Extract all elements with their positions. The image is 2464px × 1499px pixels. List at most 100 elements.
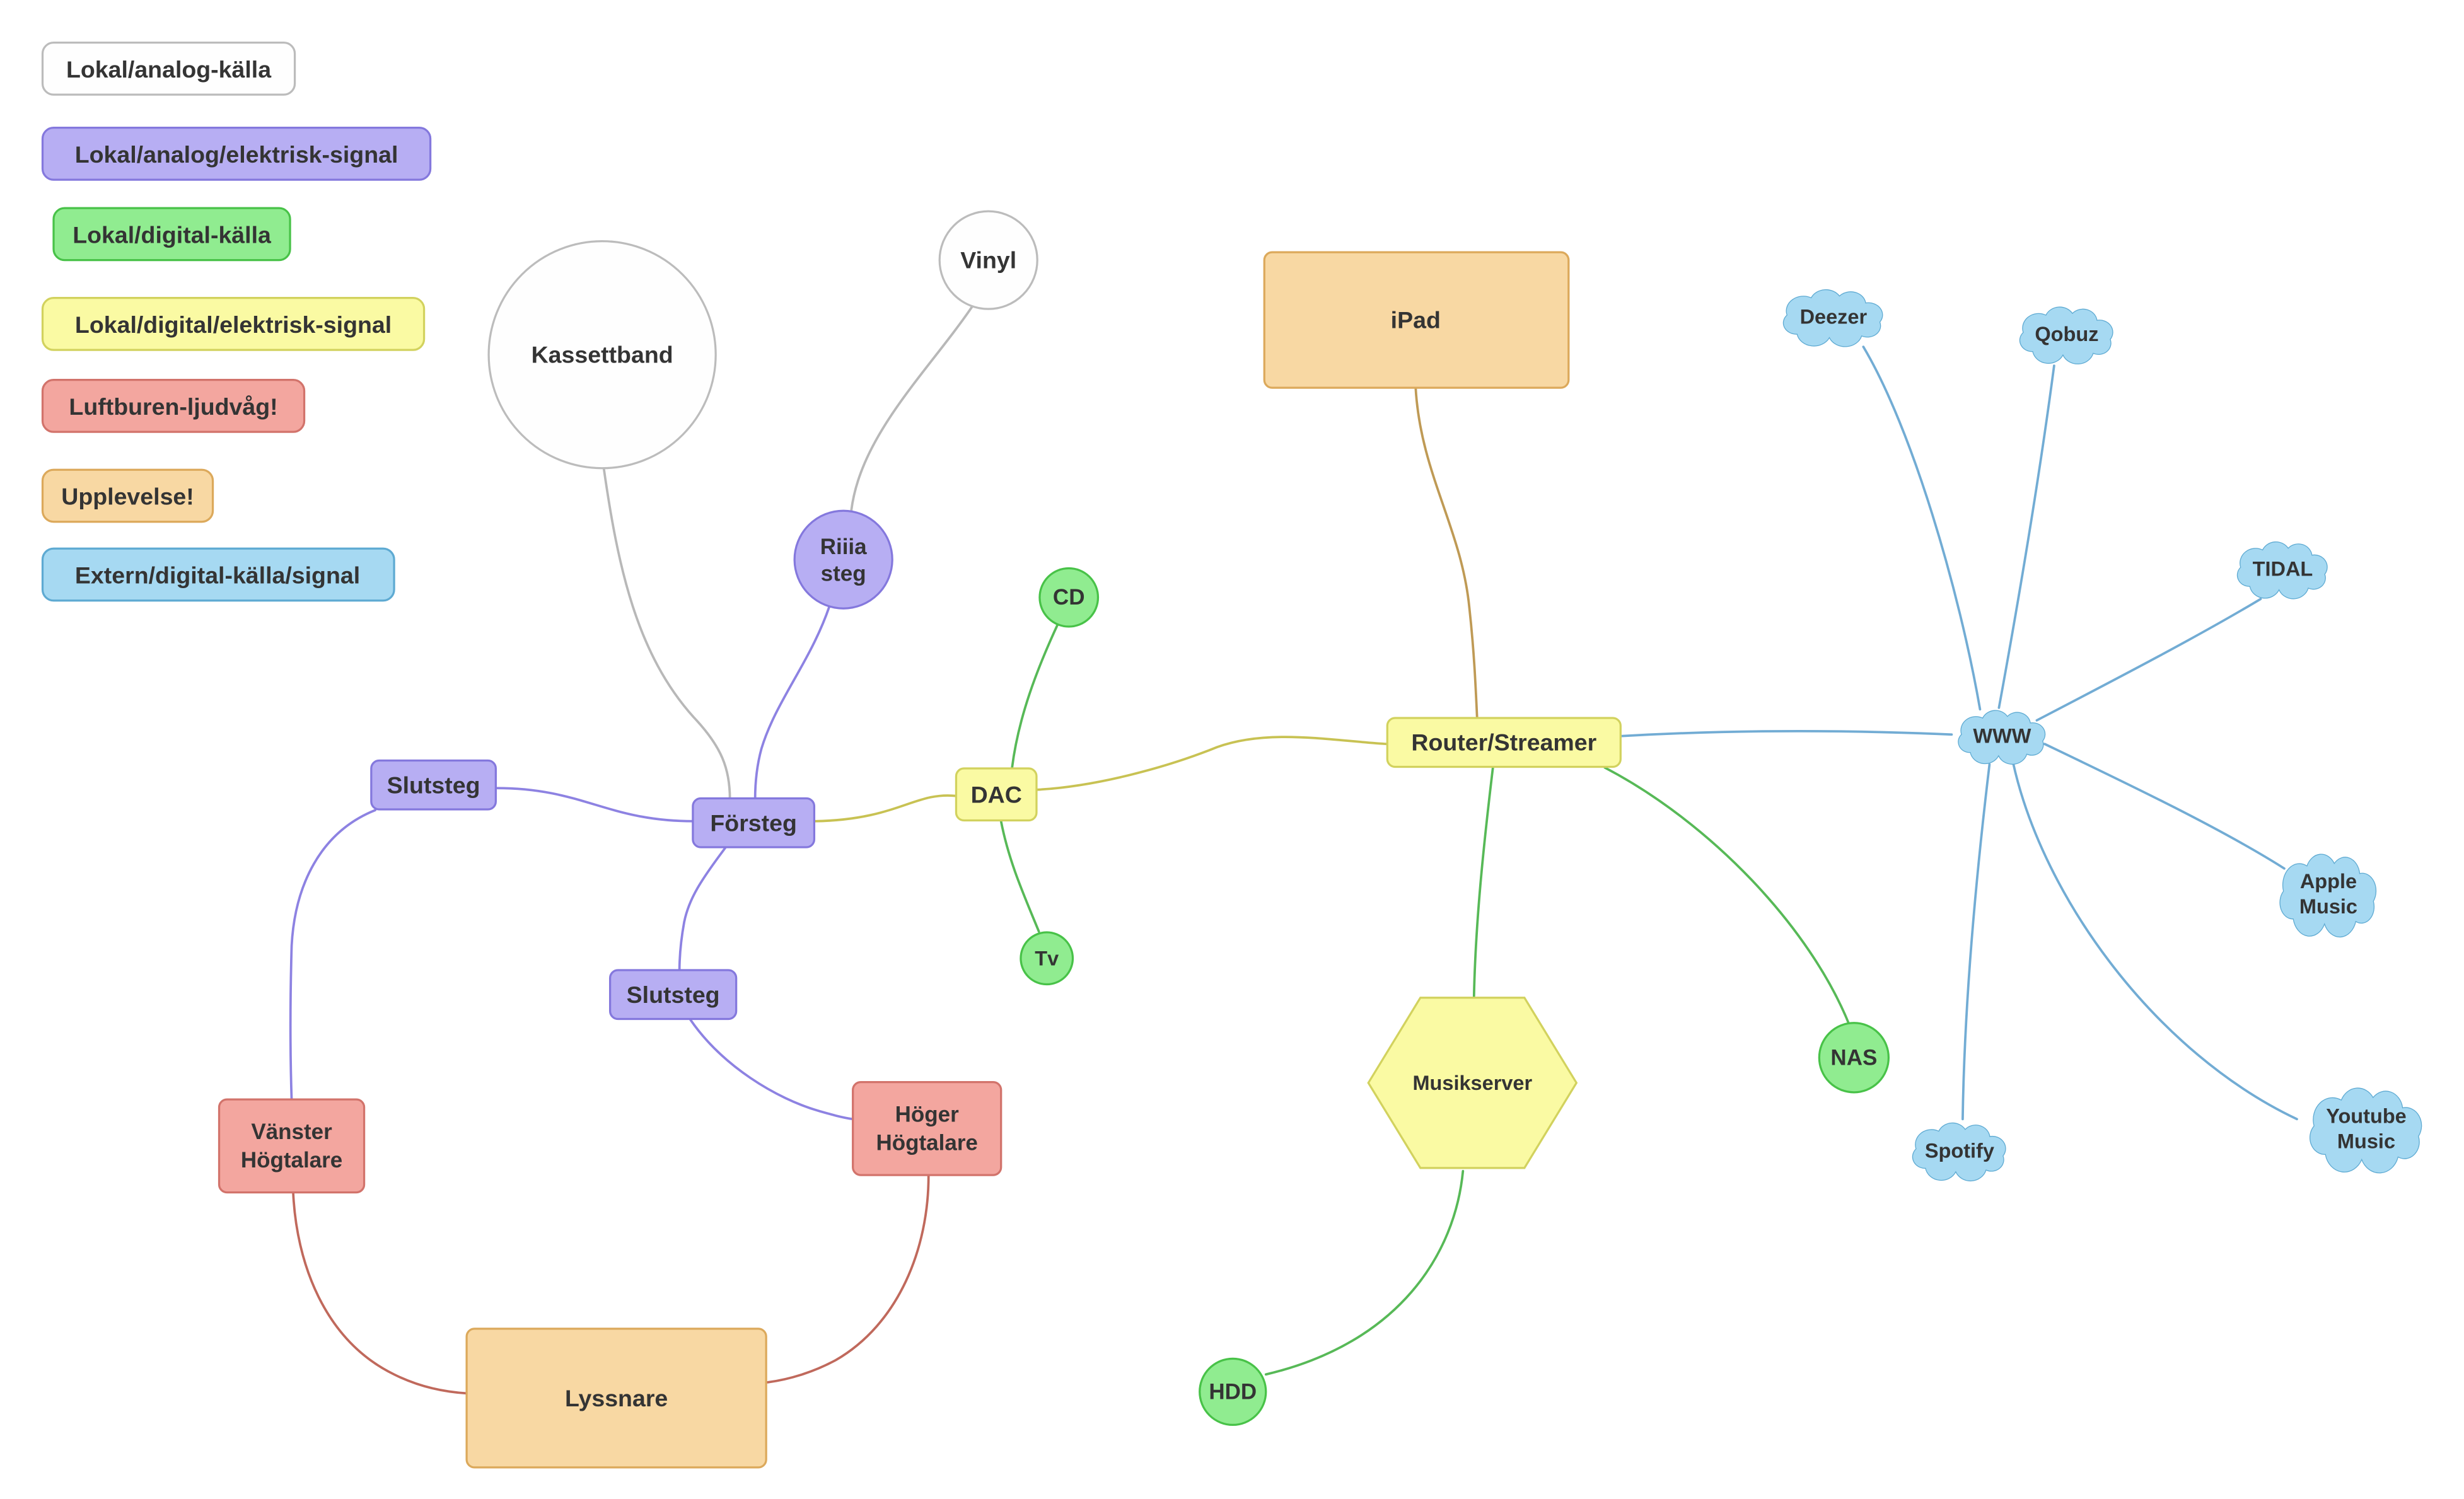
node-apple-music: Apple Music (2279, 853, 2377, 938)
spotify-label: Spotify (1925, 1139, 1994, 1162)
node-musikserver: Musikserver (1367, 997, 1578, 1169)
edge-forsteg-slutsteg-left (495, 787, 695, 823)
node-tidal: TIDAL (2236, 541, 2328, 599)
legend-label: Lokal/analog-källa (66, 56, 272, 83)
forsteg-label: Försteg (710, 809, 797, 836)
edge-www-tidal (2035, 598, 2262, 722)
tidal-label: TIDAL (2253, 558, 2313, 581)
nas-circle (1818, 1022, 1890, 1094)
node-slutsteg-left: Slutsteg (370, 759, 497, 811)
node-ipad: iPad (1263, 251, 1570, 389)
node-hoger-hogtalare: Höger Högtalare (852, 1080, 1002, 1176)
edge-vanster-hogtalare-lyssnare (292, 1191, 468, 1395)
edge-www-spotify (1961, 763, 1991, 1121)
edge-hoger-hogtalare-lyssnare (766, 1174, 930, 1384)
hdd-label: HDD (1209, 1379, 1257, 1404)
edge-forsteg-slutsteg-bottom (678, 847, 727, 973)
legend-swatch (41, 379, 306, 433)
node-slutsteg-bottom: Slutsteg (608, 969, 738, 1021)
node-spotify: Spotify (1912, 1122, 2006, 1182)
router-rect (1386, 717, 1622, 768)
node-riiia-steg: Riiia steg (793, 509, 893, 610)
node-router-streamer: Router/Streamer (1386, 717, 1622, 768)
legend-swatch (41, 41, 296, 96)
hoger-hogtalare-label-line2: Högtalare (876, 1130, 977, 1155)
legend-item-lokal-digital-elektrisk-signal: Lokal/digital/elektrisk-signal (41, 297, 426, 351)
nodes: Kassettband Vinyl iPad Riiia steg CD Rou… (218, 210, 2422, 1469)
legend-item-upplevelse: Upplevelse! (41, 468, 214, 523)
node-dac: DAC (955, 767, 1038, 822)
legend-label: Luftburen-ljudvåg! (69, 393, 277, 420)
youtube-music-label-line1: Youtube (2326, 1104, 2407, 1127)
edge-cd-dac (1011, 623, 1059, 769)
cd-circle (1038, 567, 1100, 628)
forsteg-rect (692, 797, 816, 848)
legend-item-luftburen-ljudvag: Luftburen-ljudvåg! (41, 379, 306, 433)
apple-music-label-line2: Music (2299, 895, 2357, 918)
edge-slutsteg-vanster-hogtalare (289, 809, 376, 1102)
edge-router-www (1619, 730, 1953, 738)
riiia-steg-circle (793, 509, 893, 610)
edge-router-nas (1603, 766, 1851, 1026)
slutsteg-bottom-label: Slutsteg (627, 981, 720, 1008)
hoger-hogtalare-rect (852, 1080, 1002, 1176)
edge-musikserver-hdd (1264, 1169, 1465, 1376)
vinyl-circle (938, 210, 1038, 310)
node-qobuz: Qobuz (2019, 306, 2113, 365)
edges (289, 304, 2298, 1395)
node-youtube-music: Youtube Music (2309, 1087, 2422, 1174)
riiia-steg-label-line2: steg (821, 562, 866, 586)
legend-item-lokal-analog-elektrisk-signal: Lokal/analog/elektrisk-signal (41, 126, 432, 181)
node-cd: CD (1038, 567, 1100, 628)
tv-label: Tv (1035, 947, 1059, 969)
legend-swatch (41, 126, 432, 181)
legend-label: Upplevelse! (61, 483, 194, 510)
apple-music-label-line1: Apple (2300, 870, 2357, 893)
legend-label: Extern/digital-källa/signal (75, 562, 360, 589)
legend-item-lokal-analog-kalla: Lokal/analog-källa (41, 41, 296, 96)
kassettband-circle (487, 240, 717, 470)
legend-label: Lokal/digital-källa (73, 222, 272, 248)
vanster-hogtalare-label-line1: Vänster (251, 1120, 332, 1144)
slutsteg-left-rect (370, 759, 497, 811)
nas-label: NAS (1830, 1045, 1877, 1070)
node-vinyl: Vinyl (938, 210, 1038, 310)
vanster-hogtalare-rect (218, 1098, 366, 1194)
vinyl-label: Vinyl (960, 247, 1016, 274)
edge-dac-forsteg (813, 794, 958, 823)
legend-swatch (41, 547, 395, 602)
node-kassettband: Kassettband (487, 240, 717, 470)
slutsteg-bottom-rect (608, 969, 738, 1021)
edge-www-apple-music (2043, 743, 2286, 870)
router-label: Router/Streamer (1411, 729, 1596, 756)
kassettband-label: Kassettband (532, 342, 673, 368)
cd-label: CD (1053, 585, 1085, 610)
vanster-hogtalare-label-line2: Högtalare (241, 1148, 342, 1172)
musikserver-hexagon (1367, 997, 1578, 1169)
legend-label: Lokal/analog/elektrisk-signal (75, 141, 398, 168)
deezer-label: Deezer (1800, 306, 1868, 328)
edge-ipad-router (1414, 386, 1479, 721)
node-vanster-hogtalare: Vänster Högtalare (218, 1098, 366, 1194)
youtube-music-label-line2: Music (2337, 1130, 2395, 1152)
edge-www-deezer (1862, 345, 1982, 711)
node-forsteg: Försteg (692, 797, 816, 848)
www-label: WWW (1973, 725, 2031, 748)
legend: Lokal/analog-källa Lokal/analog/elektris… (41, 41, 432, 602)
hoger-hogtalare-label-line1: Höger (895, 1102, 960, 1126)
lyssnare-label: Lyssnare (565, 1385, 668, 1411)
node-www: WWW (1957, 710, 2046, 765)
edge-router-dac (1036, 736, 1389, 791)
edge-riiia-steg-forsteg (753, 605, 831, 801)
musikserver-label: Musikserver (1412, 1072, 1532, 1094)
node-deezer: Deezer (1782, 289, 1883, 347)
edge-kassettband-forsteg (602, 466, 731, 801)
legend-item-extern-digital-kalla-signal: Extern/digital-källa/signal (41, 547, 395, 602)
node-tv: Tv (1020, 931, 1074, 986)
node-lyssnare: Lyssnare (465, 1328, 767, 1469)
legend-swatch (41, 297, 426, 351)
dac-label: DAC (971, 781, 1022, 807)
legend-label: Lokal/digital/elektrisk-signal (75, 311, 392, 338)
legend-item-lokal-digital-kalla: Lokal/digital-källa (52, 207, 291, 262)
